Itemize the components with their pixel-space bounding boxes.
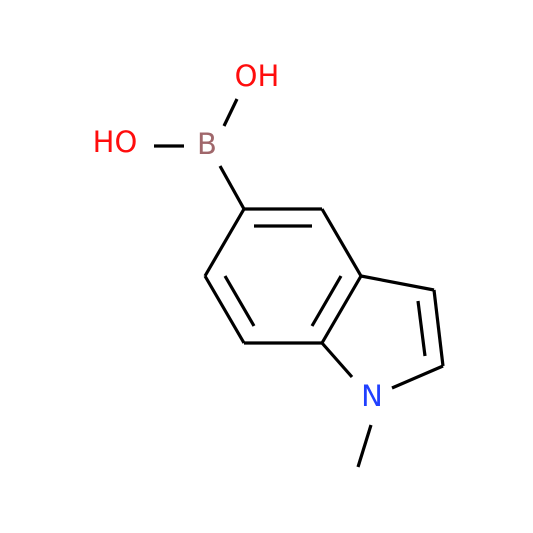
atom-boron: B [197,127,217,161]
bond-c7-c6-inner [223,275,256,327]
bond-b-oh-top [222,98,239,127]
bond-c3-c2 [432,289,445,367]
atom-oh-top: OH [235,59,280,93]
bond-c2-n [391,364,444,390]
bond-c3a-c3 [360,274,435,292]
atom-oh-left: HO [93,125,138,159]
bonds [154,98,445,468]
bond-b-c5 [218,165,246,210]
bond-c3-c2-inner [416,300,427,357]
bond-c6-c5 [203,208,246,277]
atom-labels: OH HO B N [93,59,383,413]
bond-c7a-n [320,341,354,379]
bond-c7-c6 [203,275,246,344]
atom-nitrogen: N [361,379,383,413]
bond-c3a-c7a-inner [310,275,343,327]
bond-c4-c3a [320,208,363,277]
bond-c3a-c7a [320,275,363,344]
bond-n-methyl [356,424,373,468]
